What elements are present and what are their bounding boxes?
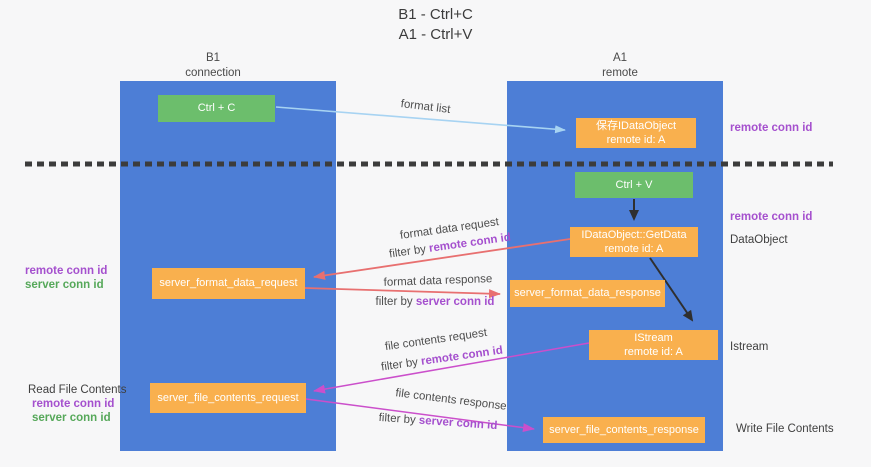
node-server-file-contents-response: server_file_contents_response <box>543 417 705 443</box>
label-remote-conn-id-left-top: remote conn id <box>25 265 108 277</box>
node-save-idataobject: 保存IDataObject remote id: A <box>576 118 696 148</box>
label-filter-by-server-conn-id-1: filter by server conn id <box>371 296 499 308</box>
label-server-conn-id-left-bottom: server conn id <box>32 412 111 424</box>
label-server-conn-id-left-top: server conn id <box>25 279 104 291</box>
node-ctrl-c: Ctrl + C <box>158 95 275 122</box>
node-istream-line1: IStream <box>634 331 673 344</box>
label-read-file-contents: Read File Contents <box>28 384 127 396</box>
node-getdata-line1: IDataObject::GetData <box>581 228 687 241</box>
node-getdata-line2: remote id: A <box>604 243 664 255</box>
column-b1-name: B1 <box>205 52 221 64</box>
label-write-file-contents: Write File Contents <box>736 423 834 435</box>
node-ctrl-v: Ctrl + V <box>575 172 693 198</box>
column-header-b1: B1 connection <box>153 51 273 81</box>
column-b1-role: connection <box>185 66 241 79</box>
server-conn-id-text: server conn id <box>415 296 495 308</box>
column-a1-role: remote <box>602 66 638 79</box>
title-line-1: B1 - Ctrl+C <box>398 6 473 23</box>
label-dataobject: DataObject <box>730 234 788 246</box>
node-idataobject-getdata: IDataObject::GetData remote id: A <box>570 227 698 257</box>
label-remote-conn-id-right-mid: remote conn id <box>730 211 813 223</box>
column-a1-name: A1 <box>612 52 628 64</box>
node-server-format-data-response: server_format_data_response <box>510 280 665 307</box>
label-remote-conn-id-right-top: remote conn id <box>730 122 813 134</box>
node-save-idataobject-line2: remote id: A <box>606 134 666 146</box>
title-line-2: A1 - Ctrl+V <box>398 26 473 44</box>
format-list-arrow <box>275 106 566 134</box>
getdata-to-istream-arrow <box>649 257 694 322</box>
filter-by-text: filter by <box>375 296 416 308</box>
node-istream: IStream remote id: A <box>589 330 718 360</box>
label-remote-conn-id-left-bottom: remote conn id <box>32 398 115 410</box>
diagram-title: B1 - Ctrl+C A1 - Ctrl+V <box>0 5 871 46</box>
node-server-file-contents-request: server_file_contents_request <box>150 383 306 413</box>
node-save-idataobject-line1: 保存IDataObject <box>595 119 677 132</box>
format-data-request-arrow <box>313 238 571 280</box>
node-server-format-data-request: server_format_data_request <box>152 268 305 299</box>
label-istream: Istream <box>730 341 769 353</box>
node-istream-line2: remote id: A <box>624 346 683 358</box>
file-contents-response-arrow <box>305 398 535 433</box>
format-data-response-arrow <box>304 287 501 299</box>
column-header-a1: A1 remote <box>560 51 680 81</box>
file-contents-request-arrow <box>313 342 590 394</box>
